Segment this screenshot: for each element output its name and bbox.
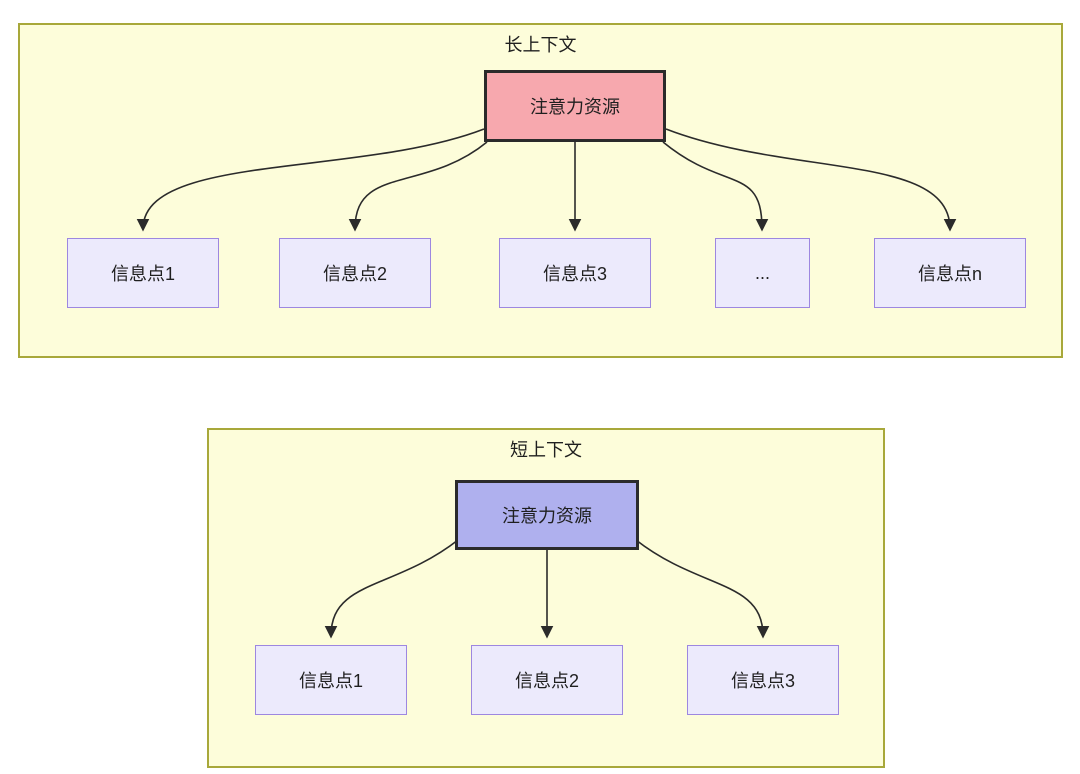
info-node-long-2: 信息点2 — [279, 238, 431, 308]
info-node-long-3: 信息点3 — [499, 238, 651, 308]
info-node-short-2: 信息点2 — [471, 645, 623, 715]
attention-resources-box-short: 注意力资源 — [455, 480, 639, 550]
long-context-panel: 长上下文 注意力资源 信息点1 信息点2 信息点3 ... 信息点n — [18, 23, 1063, 358]
arrow-long-to-info-dots — [662, 141, 769, 232]
long-context-title: 长上下文 — [504, 35, 577, 55]
arrow-short-to-info-1 — [324, 539, 459, 639]
short-context-arrows — [324, 539, 770, 639]
info-node-short-3: 信息点3 — [687, 645, 839, 715]
info-node-long-1: 信息点1 — [67, 238, 219, 308]
arrow-short-to-info-3 — [635, 539, 770, 639]
long-context-arrows — [136, 128, 957, 232]
arrow-long-to-info-2 — [348, 141, 488, 232]
arrow-long-to-info-1 — [136, 128, 485, 232]
arrow-long-to-info-n — [665, 128, 957, 232]
short-context-panel: 短上下文 注意力资源 信息点1 信息点2 信息点3 — [207, 428, 885, 768]
short-context-title: 短上下文 — [510, 440, 582, 460]
info-node-short-1: 信息点1 — [255, 645, 407, 715]
info-node-long-n: 信息点n — [874, 238, 1026, 308]
info-node-long-dots: ... — [715, 238, 810, 308]
attention-resources-box-long: 注意力资源 — [484, 70, 666, 142]
